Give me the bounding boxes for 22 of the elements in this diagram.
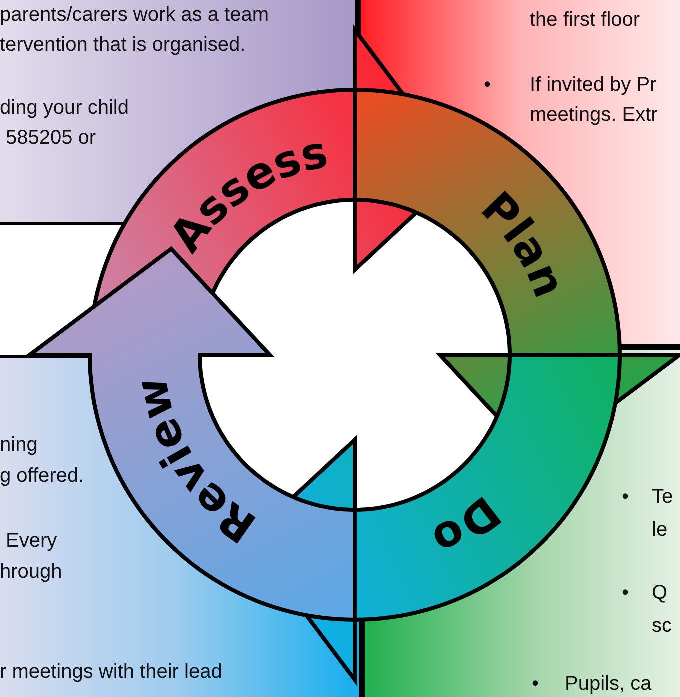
text-fragment: • [622, 485, 630, 509]
text-fragment: meetings. Extr [530, 103, 658, 127]
text-fragment: ding your child [0, 96, 129, 120]
text-fragment: • [484, 73, 492, 97]
text-fragment: le [652, 518, 668, 542]
arrow-label: Do [424, 486, 510, 566]
text-fragment: parents/carers work as a team [0, 3, 269, 27]
text-fragment: ning [0, 433, 38, 457]
text-fragment: g offered. [0, 464, 84, 488]
text-fragment: Pupils, ca [565, 672, 652, 696]
text-fragment: r meetings with their lead [0, 660, 222, 684]
text-fragment: tervention that is organised. [0, 33, 246, 57]
text-fragment: 585205 or [6, 126, 96, 150]
text-fragment: the first floor [530, 8, 640, 32]
text-fragment: sc [652, 614, 672, 638]
text-fragment: Every [6, 529, 58, 553]
text-fragment: hrough [0, 560, 62, 584]
text-fragment: • [532, 672, 540, 696]
text-fragment: If invited by Pr [530, 73, 657, 97]
text-fragment: Q [652, 581, 668, 605]
text-fragment: • [622, 581, 630, 605]
text-fragment: Te [652, 485, 674, 509]
